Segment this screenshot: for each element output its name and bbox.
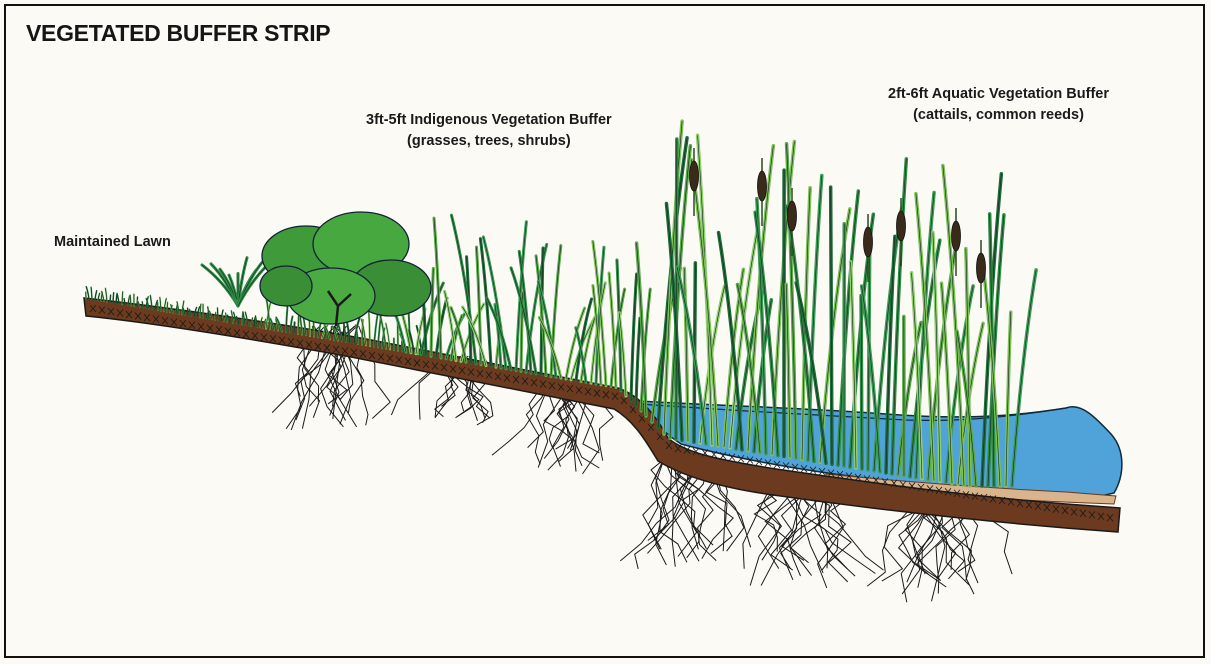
shrub xyxy=(260,212,431,326)
label-indigenous-line2: (grasses, trees, shrubs) xyxy=(366,131,612,152)
label-maintained-lawn: Maintained Lawn xyxy=(54,232,171,253)
label-indigenous-buffer: 3ft-5ft Indigenous Vegetation Buffer (gr… xyxy=(366,110,612,152)
label-aquatic-buffer: 2ft-6ft Aquatic Vegetation Buffer (catta… xyxy=(888,84,1109,126)
diagram-frame: VEGETATED BUFFER STRIP Maintained Lawn 3… xyxy=(4,4,1205,658)
label-aquatic-line2: (cattails, common reeds) xyxy=(888,105,1109,126)
label-indigenous-line1: 3ft-5ft Indigenous Vegetation Buffer xyxy=(366,110,612,131)
diagram-title: VEGETATED BUFFER STRIP xyxy=(26,20,330,47)
label-aquatic-line1: 2ft-6ft Aquatic Vegetation Buffer xyxy=(888,84,1109,105)
label-lawn-text: Maintained Lawn xyxy=(54,232,171,253)
